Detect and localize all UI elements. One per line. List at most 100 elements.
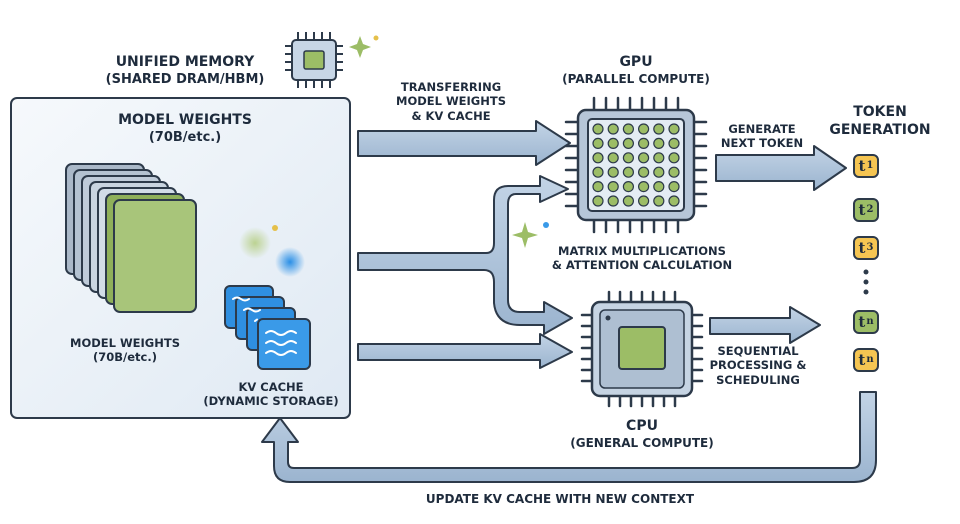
glow-dot: [272, 225, 278, 231]
feedback-label: UPDATE KV CACHE WITH NEW CONTEXT: [425, 492, 695, 506]
gpu-core: [668, 123, 680, 135]
gpu-core: [637, 181, 650, 193]
gpu-core: [622, 123, 635, 135]
model-weights-stack-icon: [65, 163, 197, 313]
generate-label-line1: GENERATE: [728, 122, 796, 136]
gpu-core: [653, 181, 665, 193]
gpu-core: [607, 195, 619, 207]
sequential-label: SEQUENTIAL PROCESSING & SCHEDULING: [700, 344, 816, 387]
sequential-label-line2: PROCESSING &: [709, 358, 807, 373]
token-generation-line1: TOKEN: [853, 104, 907, 120]
cpu-label: CPU (GENERAL COMPUTE): [562, 418, 722, 451]
memory-box-subtitle: (70B/etc.): [148, 129, 222, 145]
gpu-core: [653, 152, 665, 164]
gpu-core: [607, 181, 619, 193]
token-symbol: t: [858, 157, 866, 175]
arrow-cpu-to-token: [709, 306, 821, 344]
token-symbol: t: [858, 351, 866, 369]
sparkle-icon-matrix: [512, 222, 538, 248]
gpu-core: [668, 137, 680, 149]
gpu-core: [622, 195, 635, 207]
arrow-feedback-loop: [261, 391, 877, 483]
token-symbol: t: [858, 313, 866, 331]
token-generation-line2: GENERATION: [829, 121, 931, 138]
cpu-title: CPU: [626, 418, 658, 434]
gpu-core: [592, 152, 604, 164]
gpu-core: [653, 137, 665, 149]
transfer-label-line3: & KV CACHE: [411, 108, 491, 123]
sequential-label-line3: SCHEDULING: [716, 372, 800, 387]
arrow-gpu-to-token: [715, 145, 847, 191]
glow-green: [239, 227, 271, 259]
matrix-label-line1: MATRIX MULTIPLICATIONS: [558, 244, 726, 258]
gpu-core: [653, 195, 665, 207]
gpu-core: [592, 123, 604, 135]
generate-label: GENERATE NEXT TOKEN: [712, 122, 812, 151]
gpu-core: [607, 137, 619, 149]
gpu-core: [637, 195, 650, 207]
token-symbol: t: [858, 239, 866, 257]
sparkle-dot-matrix: [543, 222, 549, 228]
kv-cache-label-text: KV CACHE: [238, 380, 304, 394]
model-weights-sublabel: (70B/etc.): [93, 350, 157, 365]
gpu-core: [668, 166, 680, 178]
gpu-core: [637, 152, 650, 164]
kv-cache-label: KV CACHE (DYNAMIC STORAGE): [196, 380, 346, 409]
transfer-label-line1: TRANSFERRING: [400, 80, 502, 94]
matrix-label: MATRIX MULTIPLICATIONS & ATTENTION CALCU…: [532, 244, 752, 273]
token-generation-title: TOKEN GENERATION: [820, 104, 940, 139]
arrow-memory-to-cpu: [357, 333, 573, 369]
sparkle-icon: [349, 36, 371, 58]
cpu-subtitle: (GENERAL COMPUTE): [570, 435, 714, 450]
gpu-chip-icon: [564, 96, 708, 234]
gpu-label: GPU (PARALLEL COMPUTE): [556, 54, 716, 87]
arrow-transfer-to-gpu: [357, 120, 571, 166]
gpu-core-grid: [592, 123, 680, 207]
gpu-core: [668, 152, 680, 164]
gpu-core: [622, 152, 635, 164]
gpu-title: GPU: [619, 54, 653, 70]
gpu-core: [622, 181, 635, 193]
gpu-core: [622, 166, 635, 178]
transfer-label-line2: MODEL WEIGHTS: [396, 94, 506, 109]
unified-memory-subtitle: (SHARED DRAM/HBM): [105, 71, 265, 87]
unified-memory-title: UNIFIED MEMORY (SHARED DRAM/HBM): [90, 54, 280, 88]
token-ellipsis: [863, 269, 869, 295]
cpu-chip-icon: [580, 290, 704, 408]
memory-box-title-text: MODEL WEIGHTS: [118, 112, 252, 128]
sparkle-dot: [373, 35, 379, 41]
gpu-core: [592, 181, 604, 193]
gpu-core: [592, 166, 604, 178]
gpu-core: [653, 166, 665, 178]
transfer-label: TRANSFERRING MODEL WEIGHTS & KV CACHE: [386, 80, 516, 123]
sequential-label-line1: SEQUENTIAL: [717, 344, 799, 358]
model-weights-label: MODEL WEIGHTS (70B/etc.): [40, 336, 210, 365]
matrix-label-line2: & ATTENTION CALCULATION: [551, 258, 733, 273]
gpu-core: [607, 123, 619, 135]
gpu-core: [592, 137, 604, 149]
arrow-fork-to-gpu-cpu: [357, 175, 573, 335]
gpu-subtitle: (PARALLEL COMPUTE): [562, 71, 710, 86]
gpu-core: [622, 137, 635, 149]
gpu-core: [668, 195, 680, 207]
kv-cache-icon: [224, 285, 311, 370]
gpu-core: [637, 123, 650, 135]
gpu-core: [607, 152, 619, 164]
gpu-core: [592, 195, 604, 207]
token-symbol: t: [858, 201, 866, 219]
memory-chip-icon: [285, 32, 343, 88]
memory-box-title: MODEL WEIGHTS (70B/etc.): [95, 112, 275, 146]
gpu-core: [637, 137, 650, 149]
gpu-core: [637, 166, 650, 178]
unified-memory-title-text: UNIFIED MEMORY: [115, 54, 255, 70]
gpu-core: [653, 123, 665, 135]
gpu-core: [668, 181, 680, 193]
kv-cache-sublabel: (DYNAMIC STORAGE): [203, 394, 339, 409]
gpu-core: [607, 166, 619, 178]
